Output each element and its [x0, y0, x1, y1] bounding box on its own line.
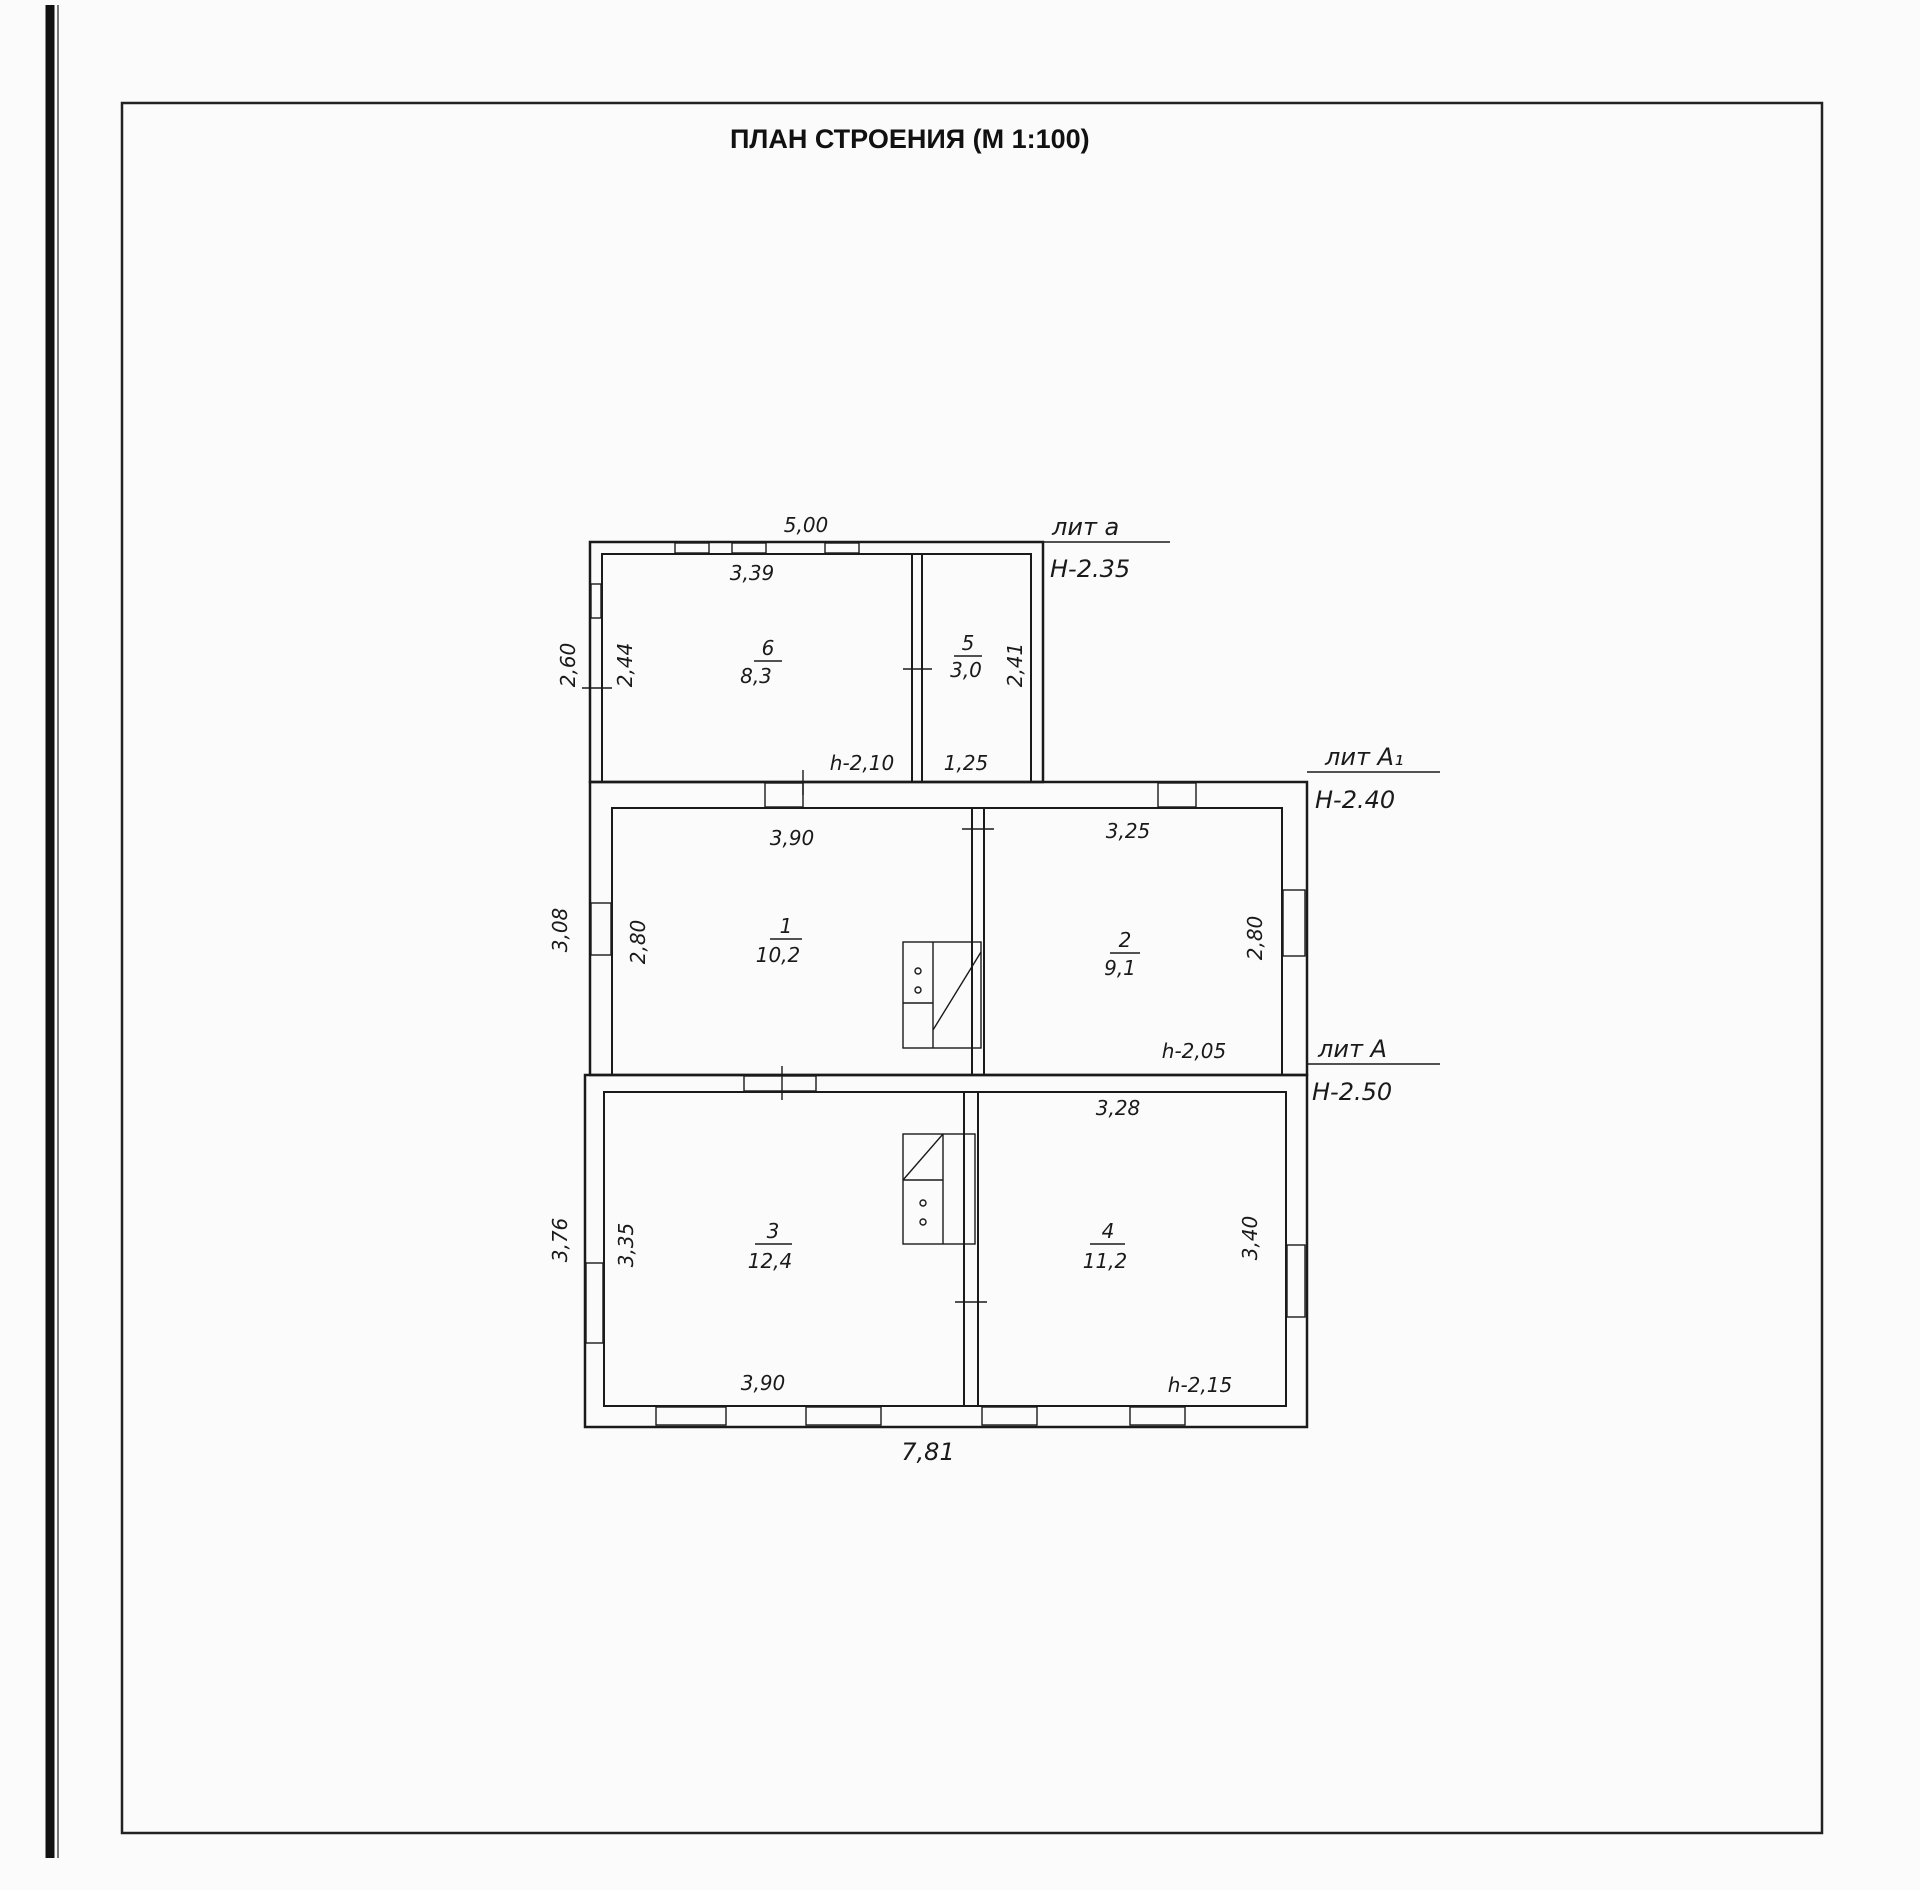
dim-a-ceiling: h-2,15 [1168, 1373, 1232, 1397]
dim-a-outer-height: 3,76 [548, 1218, 572, 1263]
dim-room5-height: 2,41 [1003, 643, 1027, 688]
plan-title: ПЛАН СТРОЕНИЯ (М 1:100) [730, 124, 1090, 154]
dim-room5-width: 1,25 [944, 751, 989, 775]
svg-text:1: 1 [780, 914, 793, 938]
dim-room4-height: 3,40 [1238, 1216, 1262, 1261]
windows [585, 542, 1306, 1426]
dim-room2-height: 2,80 [1243, 916, 1267, 961]
dim-room2-width: 3,25 [1106, 819, 1151, 843]
page-frame [120, 101, 1824, 1835]
room-6-label: 6 8,3 [740, 636, 782, 688]
svg-text:лит А₁: лит А₁ [1324, 743, 1404, 771]
svg-text:3: 3 [767, 1219, 780, 1243]
stove-upper [902, 941, 982, 1049]
room-3-label: 3 12,4 [748, 1219, 793, 1273]
vertical-dimension-labels: 2,60 2,44 2,41 3,08 2,80 2,80 3,76 3,35 … [548, 643, 1267, 1268]
svg-text:9,1: 9,1 [1104, 956, 1136, 980]
dim-room3-width: 3,90 [741, 1371, 786, 1395]
stove-lower [902, 1133, 976, 1245]
room-2-label: 2 9,1 [1104, 928, 1140, 980]
liter-main-label: лит А Н-2.50 [1307, 1035, 1440, 1106]
dim-room6-height-inner: 2,44 [613, 643, 637, 688]
dim-a1-ceiling: h-2,05 [1162, 1039, 1226, 1063]
svg-text:Н-2.35: Н-2.35 [1050, 555, 1130, 583]
svg-text:12,4: 12,4 [748, 1249, 793, 1273]
liter-a-label: лит а Н-2.35 [1043, 513, 1170, 583]
dim-bottom-overall: 7,81 [901, 1438, 954, 1466]
dim-room3-height: 3,35 [614, 1223, 638, 1268]
dim-room6-height-outer: 2,60 [556, 643, 580, 688]
svg-text:11,2: 11,2 [1083, 1249, 1128, 1273]
dimension-labels: 5,00 3,39 h-2,10 1,25 3,90 3,25 h-2,05 3… [730, 513, 1232, 1466]
liter-a1-label: лит А₁ Н-2.40 [1307, 743, 1440, 814]
svg-text:5: 5 [962, 631, 975, 655]
svg-text:8,3: 8,3 [740, 664, 772, 688]
dim-a1-outer-height: 3,08 [548, 908, 572, 953]
dim-lit-a-ceiling: h-2,10 [830, 751, 894, 775]
svg-text:Н-2.40: Н-2.40 [1315, 786, 1395, 814]
building-outline [583, 540, 1309, 1429]
dim-room6-width: 3,39 [730, 561, 775, 585]
svg-text:6: 6 [762, 636, 775, 660]
svg-text:2: 2 [1119, 928, 1132, 952]
room-5-label: 5 3,0 [950, 631, 982, 682]
svg-text:10,2: 10,2 [756, 943, 801, 967]
dim-room1-width: 3,90 [770, 826, 815, 850]
dim-room1-height: 2,80 [626, 920, 650, 965]
svg-text:лит А: лит А [1317, 1035, 1387, 1063]
room-4-label: 4 11,2 [1083, 1219, 1128, 1273]
svg-text:лит а: лит а [1051, 513, 1119, 541]
doors [582, 668, 994, 1303]
svg-text:4: 4 [1102, 1219, 1115, 1243]
dim-top-overall: 5,00 [784, 513, 829, 537]
svg-text:Н-2.50: Н-2.50 [1312, 1078, 1392, 1106]
dim-room4-width: 3,28 [1096, 1096, 1141, 1120]
room-1-label: 1 10,2 [756, 914, 802, 967]
svg-text:3,0: 3,0 [950, 658, 982, 682]
